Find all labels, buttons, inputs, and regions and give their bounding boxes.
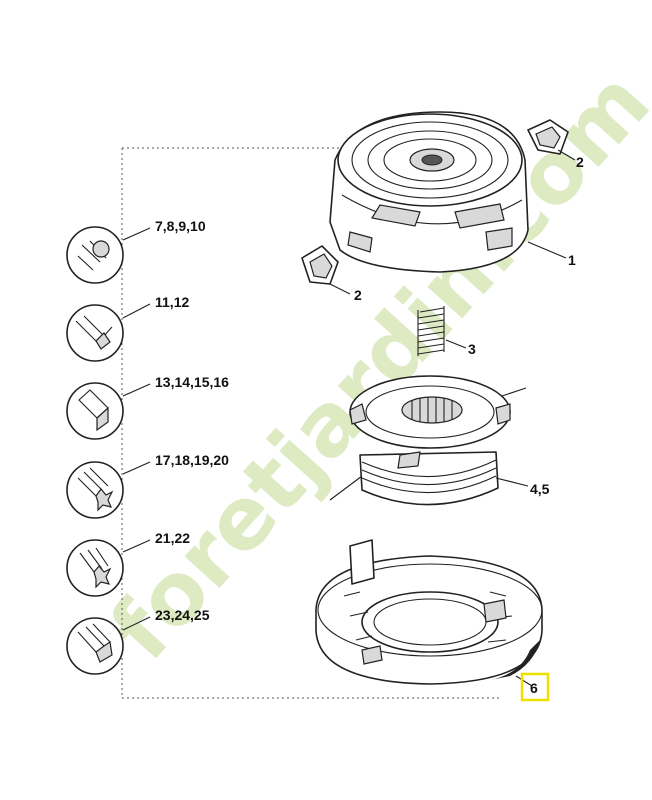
line-type-label: 17,18,19,20 <box>155 452 229 468</box>
part-1-housing: 1 <box>329 111 576 273</box>
callout-6-highlight <box>520 672 550 702</box>
part-6-base-cover: 6 <box>315 539 550 702</box>
blade-line-icon <box>66 616 151 675</box>
part-2-eyelet-left: 2 <box>301 245 362 303</box>
part-2-eyelet-top: 2 <box>527 119 584 170</box>
line-type-list: 7,8,9,10 11,12 13,14,15,16 17,18,19,20 <box>66 218 229 675</box>
callout-4-5: 4,5 <box>530 481 550 497</box>
callout-1: 1 <box>568 252 576 268</box>
callout-2: 2 <box>354 287 362 303</box>
callout-2: 2 <box>576 154 584 170</box>
square-line-icon <box>66 382 151 440</box>
star-twist-line-icon <box>66 539 151 597</box>
line-type-label: 7,8,9,10 <box>155 218 206 234</box>
star-line-icon <box>66 461 151 519</box>
line-type-frame <box>121 147 500 699</box>
line-type-label: 23,24,25 <box>155 607 210 623</box>
callout-6: 6 <box>530 680 538 696</box>
part-3-spring: 3 <box>417 306 476 357</box>
line-type-label: 13,14,15,16 <box>155 374 229 390</box>
line-type-label: 21,22 <box>155 530 190 546</box>
line-type-label: 11,12 <box>155 294 189 310</box>
callout-3: 3 <box>468 341 476 357</box>
part-4-5-spool: 4,5 <box>329 375 550 506</box>
twisted-line-icon <box>66 303 151 362</box>
round-line-icon <box>66 226 151 284</box>
